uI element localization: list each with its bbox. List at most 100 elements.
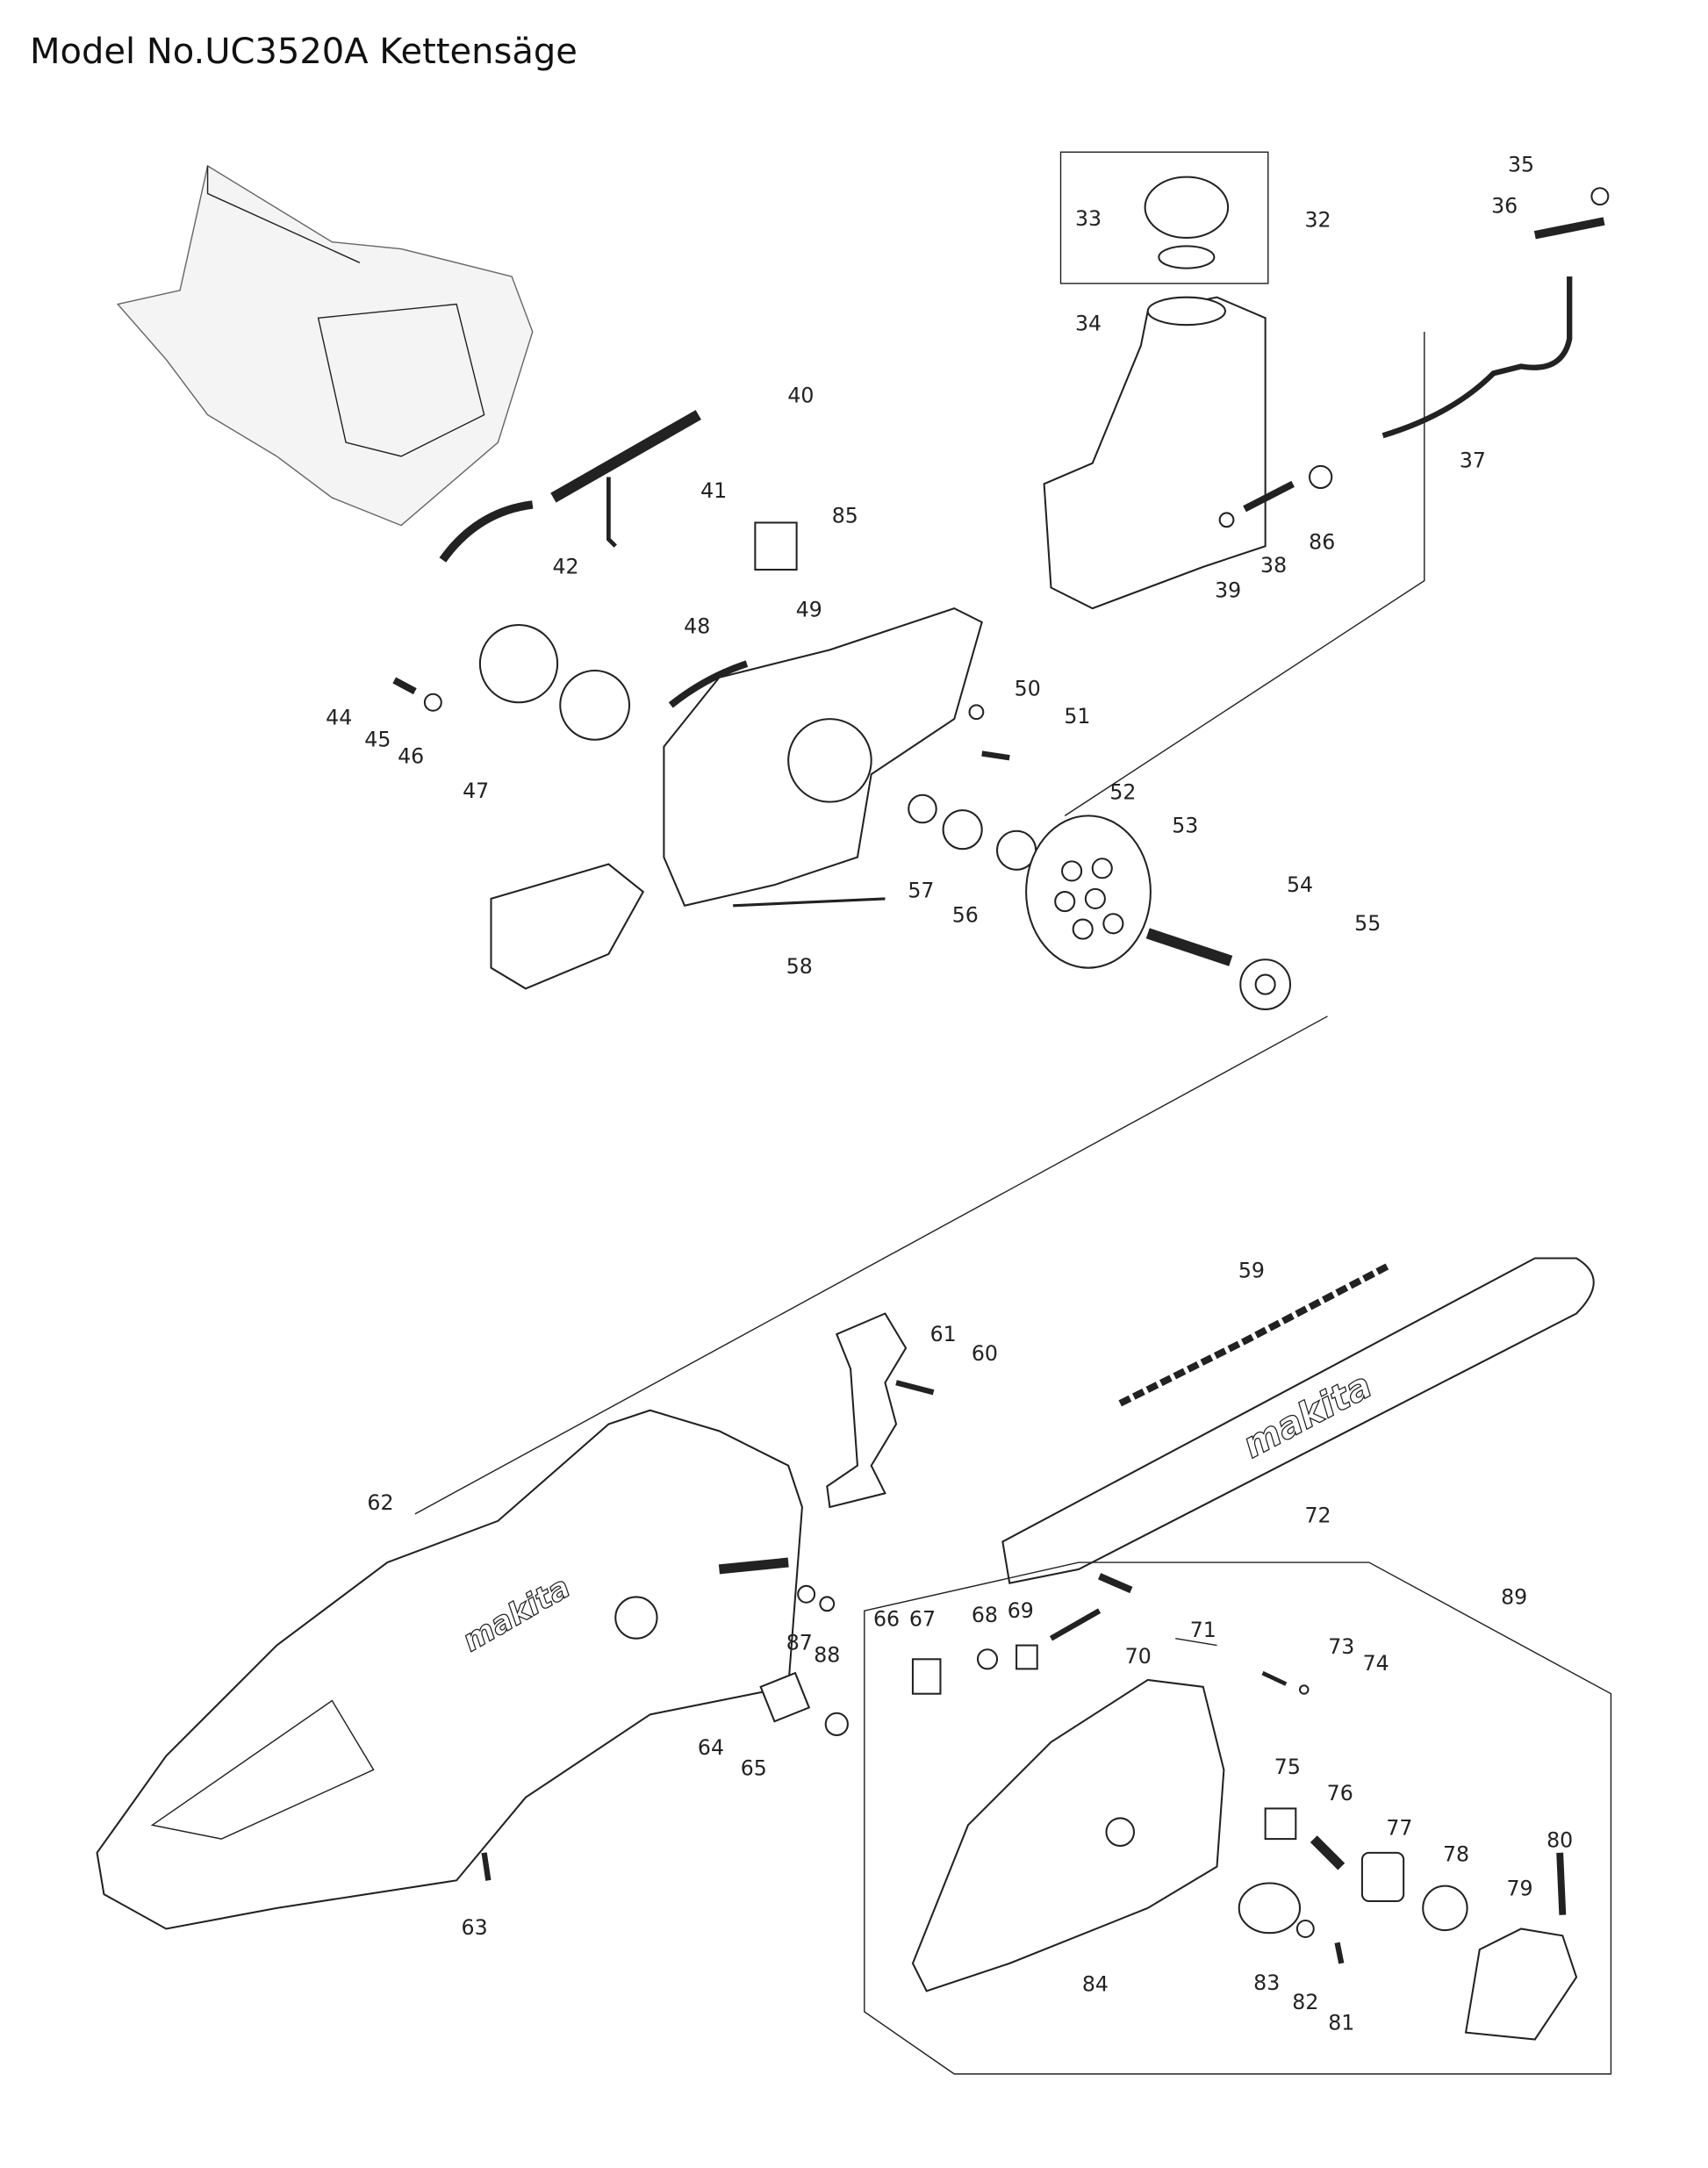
- spring-73: [1261, 1670, 1288, 1686]
- clamp-86: [1309, 464, 1333, 490]
- part-group-box-89: [864, 1561, 1612, 2075]
- brake-band-46: [478, 623, 559, 704]
- gear-53: [1025, 815, 1152, 969]
- part-label-46: 46: [398, 744, 424, 769]
- part-label-60: 60: [972, 1341, 998, 1366]
- carbon-block-85: [754, 521, 798, 571]
- part-label-78: 78: [1443, 1841, 1469, 1866]
- part-label-38: 38: [1260, 553, 1287, 578]
- spring-76: [1310, 1835, 1346, 1870]
- cap-seal: [1158, 245, 1216, 269]
- part-label-49: 49: [796, 598, 822, 622]
- part-label-76: 76: [1327, 1781, 1353, 1805]
- part-label-74: 74: [1363, 1651, 1389, 1676]
- nut-68: [976, 1648, 999, 1670]
- tank-neck: [1146, 296, 1226, 327]
- filter-39: [1218, 512, 1235, 528]
- screw-51: [981, 750, 1010, 761]
- washer-82: [1295, 1920, 1315, 1938]
- part-label-53: 53: [1172, 813, 1198, 837]
- part-label-81: 81: [1328, 2010, 1354, 2035]
- part-label-72: 72: [1304, 1503, 1331, 1527]
- part-label-39: 39: [1215, 578, 1241, 603]
- guide-bar: makita: [1001, 1257, 1595, 1584]
- saw-chain: [1118, 1261, 1392, 1407]
- part-label-77: 77: [1386, 1815, 1412, 1840]
- part-label-86: 86: [1309, 529, 1335, 554]
- hose-fitting: [1533, 217, 1605, 240]
- spring-48: [668, 660, 749, 708]
- brake-link: [550, 410, 701, 503]
- seal-56: [942, 809, 983, 851]
- screw-44: [392, 677, 417, 695]
- part-label-85: 85: [832, 503, 858, 528]
- part-label-63: 63: [462, 1915, 488, 1940]
- part-label-54: 54: [1287, 872, 1313, 897]
- part-label-52: 52: [1109, 779, 1136, 804]
- part-label-57: 57: [908, 878, 934, 902]
- part-label-89: 89: [1501, 1584, 1527, 1609]
- part-label-34: 34: [1075, 311, 1102, 335]
- part-label-32: 32: [1304, 207, 1331, 232]
- collar-87: [797, 1584, 816, 1604]
- ring-78: [1422, 1884, 1468, 1932]
- part-label-69: 69: [1008, 1598, 1034, 1623]
- screw-63: [481, 1852, 492, 1881]
- oil-tank: [1043, 296, 1267, 610]
- spike-bumper: [826, 1312, 908, 1509]
- spring-38: [1243, 480, 1295, 513]
- part-labels: 35 36 33 32 34 40 37 41 85 86 39 38 42 4…: [326, 152, 1573, 2035]
- part-label-83: 83: [1253, 1971, 1280, 1995]
- part-label-58: 58: [786, 954, 813, 979]
- part-label-62: 62: [367, 1490, 393, 1515]
- part-label-37: 37: [1460, 448, 1486, 472]
- spindle-54: [1145, 928, 1233, 966]
- main-housing: [96, 1409, 803, 1930]
- brake-band-47: [559, 669, 631, 741]
- nut-75: [1264, 1807, 1297, 1841]
- part-label-84: 84: [1082, 1971, 1109, 1996]
- part-label-44: 44: [326, 705, 352, 729]
- part-label-73: 73: [1328, 1634, 1354, 1659]
- part-label-50: 50: [1015, 676, 1041, 700]
- part-label-64: 64: [698, 1735, 724, 1760]
- bearing-57: [908, 793, 937, 824]
- screw-60: [895, 1380, 935, 1396]
- part-label-70: 70: [1125, 1644, 1152, 1669]
- diagram-title: Model No.UC3520A Kettensäge: [30, 32, 578, 72]
- o-ring: [1590, 187, 1610, 206]
- lever-cover-79: [1464, 1928, 1578, 2041]
- part-label-88: 88: [814, 1642, 840, 1667]
- pin-80: [1556, 1852, 1567, 1915]
- part-label-82: 82: [1292, 1990, 1318, 2014]
- washer-88: [819, 1596, 836, 1612]
- part-label-35: 35: [1508, 152, 1534, 176]
- adjuster-67: [911, 1658, 942, 1695]
- clip-65: [824, 1712, 849, 1736]
- rod-70: [1049, 1608, 1102, 1641]
- ball-74: [1298, 1684, 1310, 1695]
- part-label-87: 87: [786, 1630, 813, 1655]
- part-label-56: 56: [952, 903, 979, 928]
- screw-81: [1334, 1942, 1345, 1964]
- spring-42: [439, 500, 534, 563]
- part-label-42: 42: [553, 555, 579, 579]
- part-label-79: 79: [1506, 1877, 1532, 1901]
- bolt-69: [1015, 1644, 1038, 1670]
- oil-hose: [1381, 276, 1573, 439]
- part-label-61: 61: [930, 1322, 957, 1346]
- housing-bore: [787, 718, 872, 803]
- part-label-40: 40: [787, 383, 814, 407]
- part-label-59: 59: [1238, 1259, 1265, 1283]
- rear-housing-reference: [116, 164, 534, 527]
- part-label-65: 65: [741, 1756, 767, 1781]
- part-label-47: 47: [463, 779, 489, 803]
- part-label-51: 51: [1064, 704, 1090, 729]
- part-label-48: 48: [684, 614, 710, 638]
- part-label-80: 80: [1547, 1828, 1573, 1853]
- part-label-45: 45: [364, 728, 391, 752]
- fuel-cap: [1144, 176, 1230, 239]
- sprocket-cover: [911, 1678, 1225, 1992]
- rod-58: [733, 897, 886, 908]
